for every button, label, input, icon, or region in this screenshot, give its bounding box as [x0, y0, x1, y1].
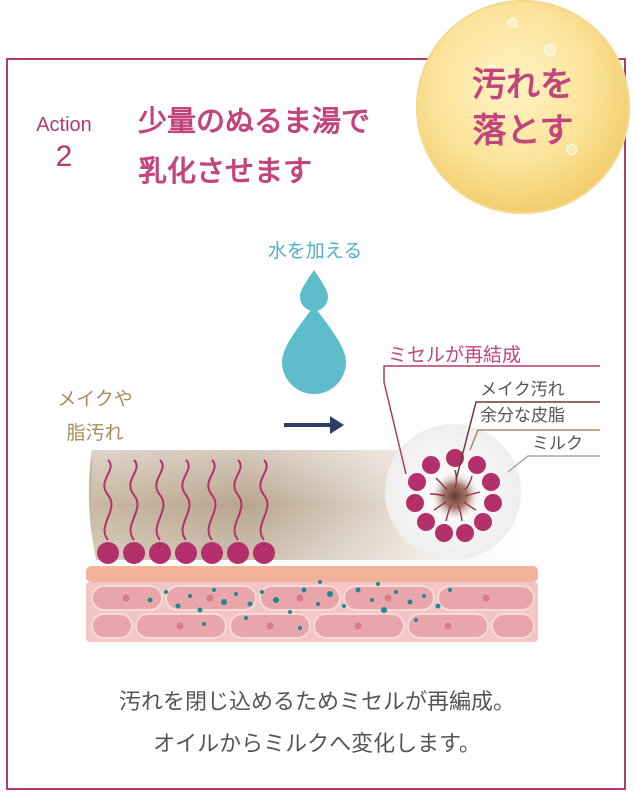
badge-circle: 汚れを 落とす: [416, 0, 630, 214]
badge-line1: 汚れを: [416, 62, 630, 108]
makeup-label-line2: 脂汚れ: [40, 416, 150, 450]
right-arrow-icon: [284, 416, 344, 434]
large-water-drop-icon: [282, 306, 346, 394]
legend-makeup: メイク汚れ: [480, 378, 565, 402]
small-water-drop-icon: [300, 270, 328, 311]
makeup-dirt-label: メイクや 脂汚れ: [40, 382, 150, 450]
micelle-label: ミセルが再結成: [388, 340, 521, 367]
caption-line2: オイルからミルクへ変化します。: [20, 724, 614, 766]
title-line2: 乳化させます: [138, 146, 418, 196]
legend-sebum: 余分な皮脂: [480, 404, 565, 428]
skin-layers: [86, 566, 538, 642]
makeup-label-line1: メイクや: [40, 382, 150, 416]
bubble-decoration: [508, 18, 518, 28]
bubble-decoration: [544, 44, 556, 56]
water-label: 水を加える: [250, 236, 380, 263]
action-number: 2: [24, 140, 104, 174]
step-title: 少量のぬるま湯で 乳化させます: [138, 96, 418, 196]
caption-line1: 汚れを閉じ込めるためミセルが再編成。: [20, 682, 614, 724]
title-line1: 少量のぬるま湯で: [138, 96, 418, 146]
caption: 汚れを閉じ込めるためミセルが再編成。 オイルからミルクへ変化します。: [20, 682, 614, 766]
badge-line2: 落とす: [416, 108, 630, 154]
badge-text: 汚れを 落とす: [416, 62, 630, 154]
legend-milk: ミルク: [532, 432, 583, 456]
action-label: Action: [24, 114, 104, 137]
